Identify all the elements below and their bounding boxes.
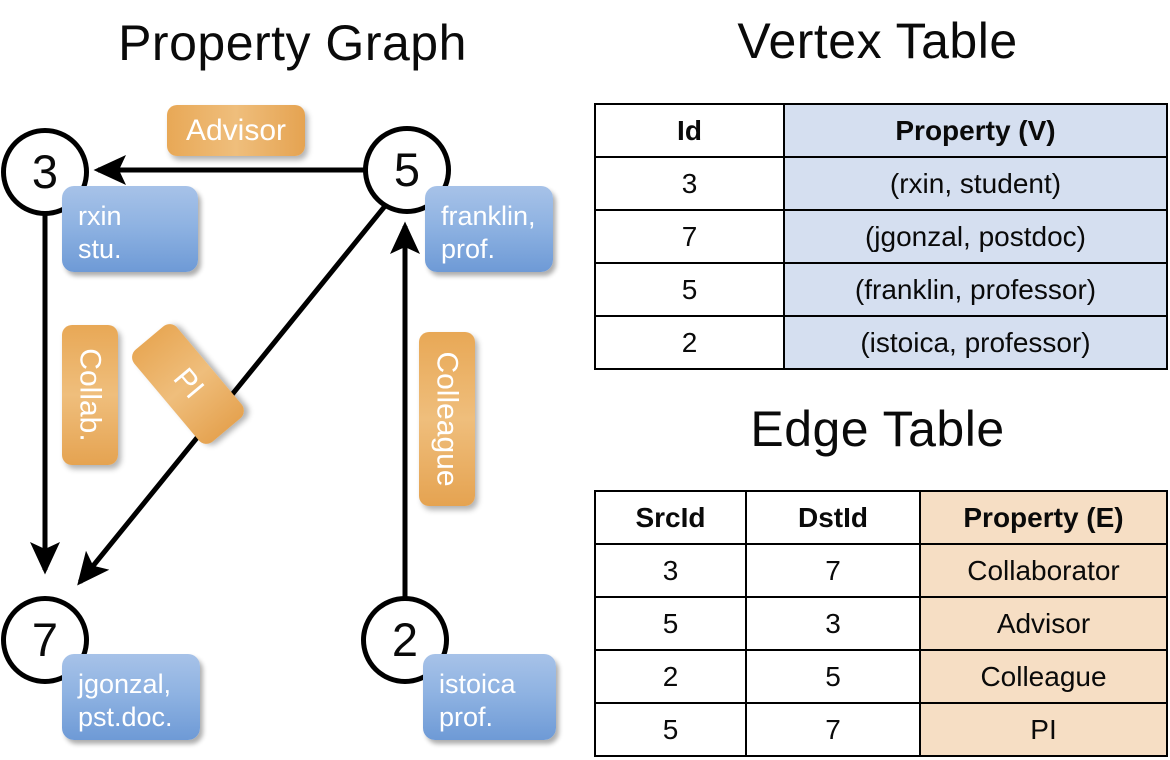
graph-node-5-property-box: franklin, prof. xyxy=(425,186,553,272)
page-title-edge-table: Edge Table xyxy=(750,401,1005,457)
edge-row-1-dst: 3 xyxy=(745,596,921,651)
edge-label-colleague: Colleague xyxy=(419,332,475,506)
edge-table-header-srcid: SrcId xyxy=(594,490,747,545)
graph-node-3-property-box: rxin stu. xyxy=(62,186,198,272)
edge-label-advisor-text: Advisor xyxy=(185,113,287,147)
vertex-row-1-property: (jgonzal, postdoc) xyxy=(783,209,1168,264)
graph-node-2[interactable] xyxy=(361,596,449,684)
edge-label-advisor: Advisor xyxy=(167,105,305,156)
edge-row-0-dst: 7 xyxy=(745,543,921,598)
vertex-row-0-property: (rxin, student) xyxy=(783,156,1168,211)
edge-table: SrcId DstId Property (E) 3 7 Collaborato… xyxy=(594,490,1168,757)
edge-table-header-dstid: DstId xyxy=(745,490,921,545)
vertex-row-3-id: 2 xyxy=(594,315,785,370)
vertex-row-2-id: 5 xyxy=(594,262,785,317)
graph-node-5[interactable] xyxy=(363,126,451,214)
table-row[interactable]: 2 5 Colleague xyxy=(594,649,1168,704)
table-row[interactable]: 7 (jgonzal, postdoc) xyxy=(594,209,1168,264)
graph-node-2-property-line2: prof. xyxy=(439,702,494,732)
edge-label-colleague-text: Colleague xyxy=(431,351,465,487)
page-title-property-graph: Property Graph xyxy=(118,15,467,71)
graph-node-3-property-line1: rxin xyxy=(78,201,122,231)
edge-row-2-src: 2 xyxy=(594,649,747,704)
table-row[interactable]: 5 7 PI xyxy=(594,702,1168,757)
table-row[interactable]: 5 (franklin, professor) xyxy=(594,262,1168,317)
edge-row-2-property: Colleague xyxy=(919,649,1168,704)
vertex-row-1-id: 7 xyxy=(594,209,785,264)
page-title-vertex-table: Vertex Table xyxy=(737,13,1018,69)
edge-row-0-src: 3 xyxy=(594,543,747,598)
edge-table-header-row: SrcId DstId Property (E) xyxy=(594,490,1168,545)
vertex-table-header-property: Property (V) xyxy=(783,103,1168,158)
vertex-row-0-id: 3 xyxy=(594,156,785,211)
graph-node-2-property-line1: istoica xyxy=(439,669,516,699)
edge-row-2-dst: 5 xyxy=(745,649,921,704)
table-row[interactable]: 2 (istoica, professor) xyxy=(594,315,1168,370)
vertex-row-2-property: (franklin, professor) xyxy=(783,262,1168,317)
graph-node-7-property-line2: pst.doc. xyxy=(78,702,173,732)
edge-row-0-property: Collaborator xyxy=(919,543,1168,598)
edge-label-collab-text: Collab. xyxy=(74,348,108,442)
graph-node-7-property-box: jgonzal, pst.doc. xyxy=(62,654,200,740)
table-row[interactable]: 3 7 Collaborator xyxy=(594,543,1168,598)
graph-node-3-property-line2: stu. xyxy=(78,234,122,264)
edge-row-3-dst: 7 xyxy=(745,702,921,757)
graph-node-5-property-line2: prof. xyxy=(441,234,496,264)
property-graph-diagram: 3 rxin stu. 5 franklin, prof. 7 jgonzal,… xyxy=(1,105,556,740)
table-row[interactable]: 5 3 Advisor xyxy=(594,596,1168,651)
edge-row-3-src: 5 xyxy=(594,702,747,757)
graph-node-5-property-line1: franklin, xyxy=(441,201,536,231)
edge-table-header-property: Property (E) xyxy=(919,490,1168,545)
vertex-table: Id Property (V) 3 (rxin, student) 7 (jgo… xyxy=(594,103,1168,370)
vertex-table-header-id: Id xyxy=(594,103,785,158)
table-row[interactable]: 3 (rxin, student) xyxy=(594,156,1168,211)
edge-row-3-property: PI xyxy=(919,702,1168,757)
edge-label-collab: Collab. xyxy=(62,325,118,465)
vertex-row-3-property: (istoica, professor) xyxy=(783,315,1168,370)
edge-label-pi-text: PI xyxy=(166,362,211,406)
graph-node-7-property-line1: jgonzal, xyxy=(78,669,172,699)
vertex-table-header-row: Id Property (V) xyxy=(594,103,1168,158)
graph-node-2-property-box: istoica prof. xyxy=(423,654,556,740)
edge-row-1-src: 5 xyxy=(594,596,747,651)
edge-row-1-property: Advisor xyxy=(919,596,1168,651)
